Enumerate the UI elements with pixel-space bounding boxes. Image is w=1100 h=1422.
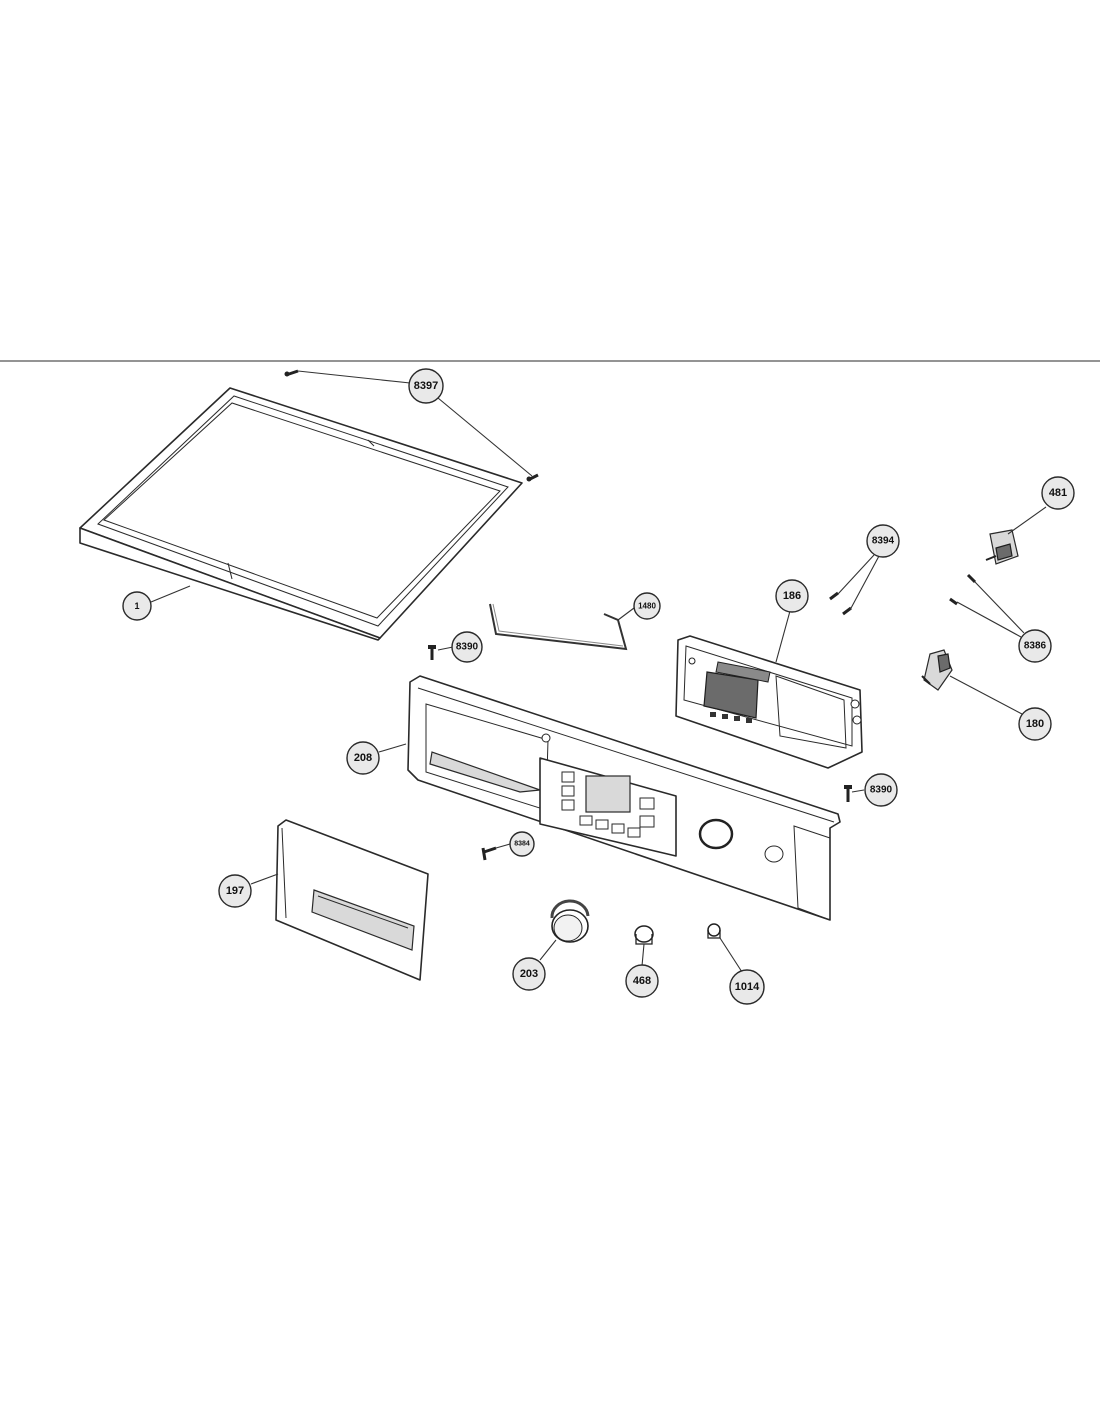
power-switch-180 <box>921 649 953 691</box>
button-468 <box>634 925 654 945</box>
svg-text:8390: 8390 <box>870 785 893 796</box>
callout-203: 203 <box>512 957 546 991</box>
callout-186: 186 <box>775 579 809 613</box>
callout-1480: 1480 <box>633 592 661 620</box>
svg-text:197: 197 <box>226 885 244 897</box>
leader-lines <box>150 370 1047 973</box>
wire-bracket-1480 <box>489 603 628 651</box>
screw-8394-upper <box>829 591 839 601</box>
callout-180: 180 <box>1018 707 1052 741</box>
callout-197: 197 <box>218 874 252 908</box>
screw-8384 <box>481 846 497 861</box>
top-lid-part <box>79 387 523 641</box>
control-panel-208 <box>407 675 841 921</box>
callout-8384: 8384 <box>509 831 535 857</box>
svg-text:8390: 8390 <box>456 642 479 653</box>
svg-text:1014: 1014 <box>735 981 760 993</box>
switch-481 <box>985 529 1019 565</box>
svg-text:468: 468 <box>633 975 651 987</box>
knob-203 <box>550 899 590 943</box>
callout-1: 1 <box>122 591 152 621</box>
screw-8390-right <box>844 785 852 802</box>
svg-text:208: 208 <box>354 752 372 764</box>
callout-468: 468 <box>625 964 659 998</box>
svg-text:481: 481 <box>1049 487 1067 499</box>
svg-text:203: 203 <box>520 968 538 980</box>
svg-text:1480: 1480 <box>638 602 656 611</box>
control-board-186 <box>675 635 863 769</box>
callout-208: 208 <box>346 741 380 775</box>
screw-8397-right <box>526 473 539 482</box>
screw-8394-lower <box>842 606 852 616</box>
svg-text:1: 1 <box>134 601 139 611</box>
callout-8397: 8397 <box>408 368 444 404</box>
callout-8390-right: 8390 <box>864 773 898 807</box>
svg-text:8394: 8394 <box>872 536 895 547</box>
callout-8390-left: 8390 <box>451 631 483 663</box>
svg-text:8384: 8384 <box>514 841 530 848</box>
callout-8394: 8394 <box>866 524 900 558</box>
drawer-front-197 <box>275 819 429 981</box>
screw-8386-lower <box>949 597 958 606</box>
screw-8390-left <box>428 645 436 660</box>
screw-8397-top <box>284 369 299 377</box>
svg-text:8386: 8386 <box>1024 641 1047 652</box>
callout-8386: 8386 <box>1018 629 1052 663</box>
callout-481: 481 <box>1041 476 1075 510</box>
svg-text:8397: 8397 <box>414 380 438 392</box>
svg-text:186: 186 <box>783 590 801 602</box>
callout-1014: 1014 <box>729 969 765 1005</box>
svg-text:180: 180 <box>1026 718 1044 730</box>
knob-1014 <box>707 923 721 939</box>
screw-8386-upper <box>966 573 977 584</box>
